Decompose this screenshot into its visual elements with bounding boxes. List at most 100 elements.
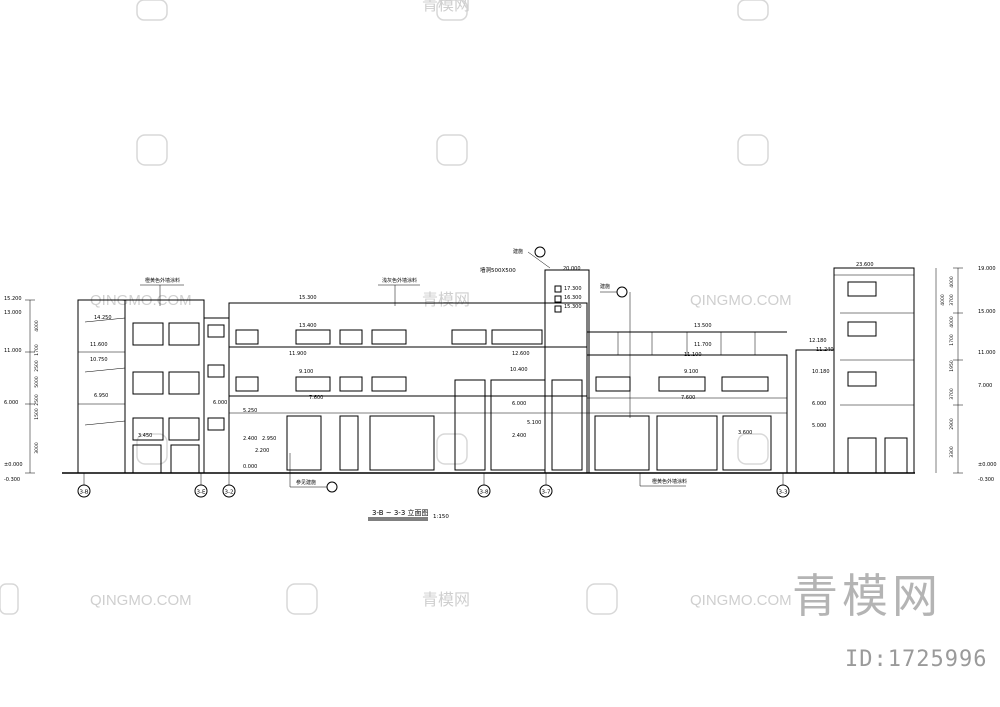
elevation-mark: 13.400: [299, 323, 317, 329]
construction-note: 建施: [600, 283, 610, 290]
elevation-mark: 14.250: [94, 315, 112, 321]
construction-note: 参见建施: [296, 479, 316, 486]
elevation-mark: 10.180: [812, 369, 830, 375]
dimension-value: 4000: [940, 294, 946, 306]
elevation-mark: 17.300: [564, 286, 582, 292]
elevation-mark: 9.100: [299, 369, 313, 375]
elevation-mark: 13.000: [4, 310, 22, 316]
elevation-mark: 11.900: [289, 351, 307, 357]
elevation-mark: 2.400: [512, 433, 526, 439]
axis-bubble: [194, 484, 208, 498]
elevation-mark: 12.600: [512, 351, 530, 357]
elevation-mark: 6.000: [512, 401, 526, 407]
elevation-mark: 15.300: [299, 295, 317, 301]
paint-note: 橙黄色外墙涂料: [652, 478, 687, 485]
elevation-mark: 7.600: [309, 395, 323, 401]
dimension-value: 3000: [34, 442, 40, 454]
leaders: [140, 246, 686, 493]
elevation-mark: 5.000: [812, 423, 826, 429]
elevation-mark: 3.450: [138, 433, 152, 439]
axis-label: 3-2: [225, 490, 234, 496]
elevation-mark: -0.300: [978, 477, 994, 483]
watermark-layer: QINGMO.COM QINGMO.COM QINGMO.COM QINGMO.…: [0, 0, 792, 615]
elevation-mark: 10.750: [90, 357, 108, 363]
elevation-mark: 15.000: [978, 309, 996, 315]
elevation-marks: 14.250 11.600 10.750 6.950 3.450 15.300 …: [4, 262, 997, 483]
elevation-mark: 6.950: [94, 393, 108, 399]
paint-note: 橙黄色外墙涂料: [145, 277, 180, 284]
dimension-value: 1700: [34, 344, 40, 356]
elevation-mark: 2.400: [243, 436, 257, 442]
elevation-mark: 7.600: [681, 395, 695, 401]
axis-grid: 3-B 3-E 3-2 3-8 3-7 3-3: [77, 473, 790, 498]
elevation-mark: 9.100: [684, 369, 698, 375]
axis-bubble: [477, 484, 491, 498]
axis-bubble: [539, 484, 553, 498]
elevation-mark: 11.000: [978, 350, 996, 356]
dimension-value: 2900: [949, 418, 955, 430]
dimension-value: 3300: [949, 446, 955, 458]
dimension-values: 4000 1700 2500 5000 2500 1500 3000 4000 …: [34, 276, 955, 458]
elevation-mark: 7.000: [978, 383, 992, 389]
watermark-text: QINGMO.COM: [690, 292, 792, 309]
axis-label: 3-E: [197, 490, 206, 496]
elevation-mark: 11.100: [684, 352, 702, 358]
watermark-cn-text: 青模网: [422, 290, 470, 309]
paint-note: 浅灰色外墙涂料: [382, 277, 417, 284]
brand-watermark: 青模网: [792, 569, 942, 623]
elevation-mark: 15.200: [4, 296, 22, 302]
dimension-value: 1700: [949, 334, 955, 346]
dimension-value: 3700: [949, 388, 955, 400]
elevation-mark: 12.180: [809, 338, 827, 344]
elevation-mark: 19.000: [978, 266, 996, 272]
elevation-mark: 2.200: [255, 448, 269, 454]
elevation-mark: ±0.000: [4, 462, 23, 468]
elevation-mark: 23.600: [856, 262, 874, 268]
dimension-value: 1950: [949, 360, 955, 372]
dimension-value: 1500: [34, 408, 40, 420]
elevation-mark: 6.000: [4, 400, 18, 406]
drawing-title-text: 3-B ~ 3-3 立面图: [372, 508, 429, 517]
elevation-mark: -0.300: [4, 477, 20, 483]
elevation-mark: 15.300: [564, 304, 582, 310]
elevation-mark: 16.300: [564, 295, 582, 301]
elevation-mark: 2.950: [262, 436, 276, 442]
elevation-mark: 13.500: [694, 323, 712, 329]
elevation-mark: 11.700: [694, 342, 712, 348]
elevation-mark: 6.000: [213, 400, 227, 406]
dimension-lines: [25, 267, 963, 474]
dimension-value: 2500: [34, 360, 40, 372]
watermark-logo-icon: [0, 0, 769, 615]
dimension-value: 5000: [34, 376, 40, 388]
dimension-value: 4000: [34, 320, 40, 332]
axis-bubble: [222, 484, 236, 498]
watermark-text: QINGMO.COM: [690, 592, 792, 609]
watermark-cn-text: 青模网: [422, 590, 470, 609]
axis-label: 3-8: [480, 490, 489, 496]
building-outline: [62, 267, 915, 474]
elevation-mark: 11.600: [90, 342, 108, 348]
elevation-mark: 3.600: [738, 430, 752, 436]
dimension-value: 4000: [949, 276, 955, 288]
vent-note: 墙洞500X500: [480, 266, 516, 274]
elevation-mark: 6.000: [812, 401, 826, 407]
watermark-text: QINGMO.COM: [90, 592, 192, 609]
drawing-title: 3-B ~ 3-3 立面图 1:150: [368, 508, 449, 521]
axis-label: 3-B: [79, 490, 88, 496]
axis-label: 3-7: [542, 490, 551, 496]
axis-bubble: [776, 484, 790, 498]
axis-label: 3-3: [779, 490, 788, 496]
dimension-value: 3700: [949, 294, 955, 306]
elevation-mark: 11.240: [816, 347, 834, 353]
dimension-value: 2500: [34, 394, 40, 406]
elevation-mark: ±0.000: [978, 462, 997, 468]
window-grid: [132, 281, 908, 474]
elevation-mark: 10.400: [510, 367, 528, 373]
elevation-mark: 0.000: [243, 464, 257, 470]
image-id: ID:1725996: [845, 647, 987, 672]
construction-note: 建施: [513, 248, 523, 255]
brand-block: 青模网 ID:1725996: [792, 569, 987, 672]
annotations: 橙黄色外墙涂料 浅灰色外墙涂料 橙黄色外墙涂料 建施 建施 参见建施 墙洞500…: [145, 248, 687, 486]
elevation-mark: 11.000: [4, 348, 22, 354]
